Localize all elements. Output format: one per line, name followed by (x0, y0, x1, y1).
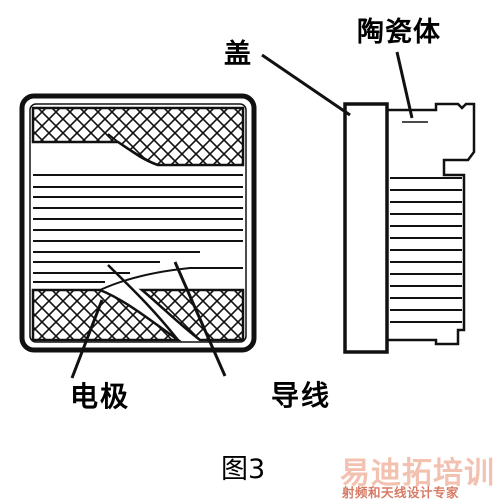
leader-lines (70, 51, 414, 379)
leader-ceramic (395, 51, 414, 119)
ceramic-fins (390, 177, 462, 323)
cap-plate (343, 102, 389, 354)
wire-lead (107, 264, 179, 341)
wire-windings (33, 133, 243, 291)
watermark: 易迪拓培训 射频和天线设计专家 (338, 448, 498, 500)
electrode-label: 电极 (70, 380, 131, 413)
leader-wire (173, 261, 227, 377)
inner-body (29, 103, 247, 343)
ceramic-body-outline (387, 102, 476, 346)
ceramic-body-label: 陶瓷体 (357, 17, 441, 48)
figure-caption: 图3 (221, 454, 266, 485)
wire-label: 导线 (271, 379, 332, 412)
leader-electrode (70, 299, 104, 379)
front-view (19, 93, 257, 353)
watermark-sub: 射频和天线设计专家 (342, 485, 460, 500)
bottom-electrode (31, 288, 245, 342)
side-view (343, 102, 476, 354)
leader-cap (261, 53, 351, 117)
cap-label: 盖 (224, 39, 251, 70)
watermark-main: 易迪拓培训 (340, 456, 495, 491)
